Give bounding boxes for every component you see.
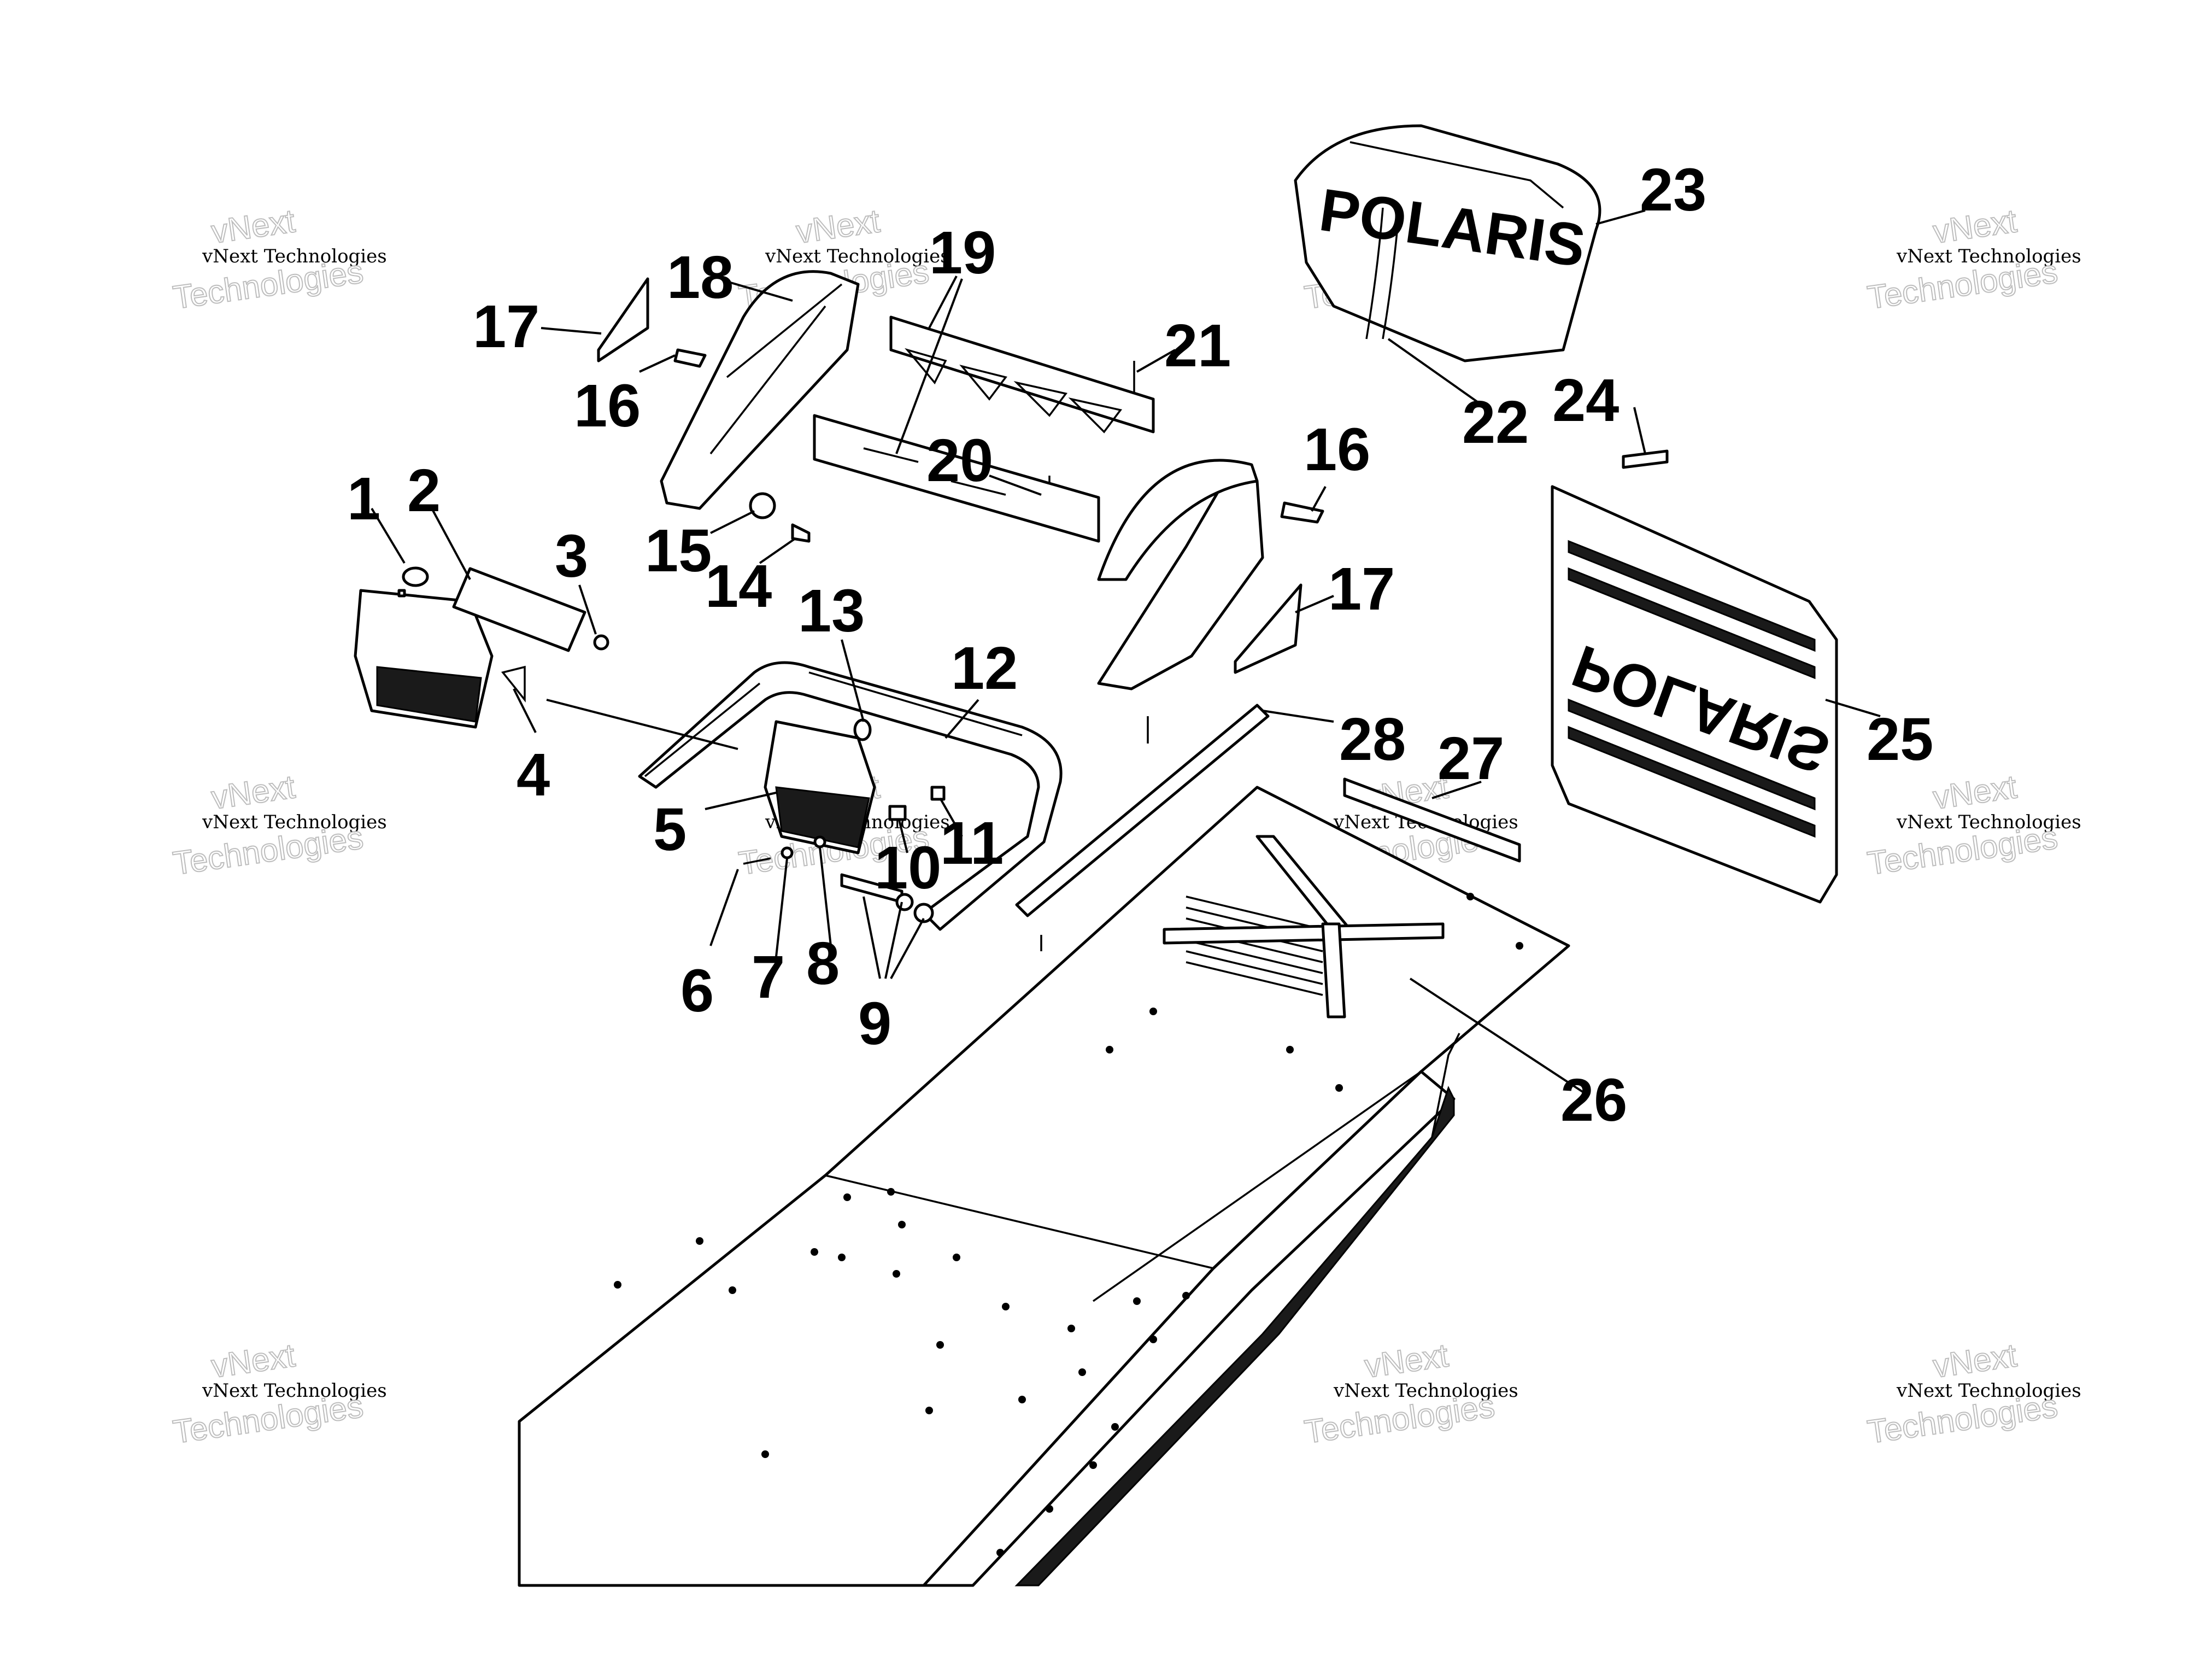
watermark-bottom-left: vNext vNext Technologies Technologies: [170, 1336, 387, 1451]
svg-text:vNext: vNext: [209, 1337, 297, 1385]
callout-22: 22: [1462, 389, 1529, 456]
tunnel-x-brace: [1163, 835, 1445, 1018]
bolt-6: [743, 857, 771, 865]
callout-15: 15: [645, 517, 712, 584]
watermark-bottom-right: vNext vNext Technologies Technologies: [1864, 1336, 2081, 1451]
svg-text:vNext: vNext: [794, 202, 882, 250]
callout-21: 21: [1164, 312, 1231, 379]
callouts: 1 2 3 4 5 6 7 8 9 10 11 12 13 14 15 16 1…: [347, 156, 1933, 1134]
svg-text:vNext Technologies: vNext Technologies: [1896, 245, 2081, 267]
leader-lines: [371, 209, 1881, 1094]
callout-17-left: 17: [473, 293, 539, 360]
svg-text:vNext: vNext: [209, 768, 297, 816]
callout-18: 18: [667, 244, 734, 311]
tunnel-chassis: [518, 786, 1570, 1587]
callout-5: 5: [653, 796, 687, 863]
callout-11: 11: [940, 810, 1004, 877]
screw-3: [593, 634, 609, 651]
bulb: [402, 566, 429, 587]
svg-text:vNext: vNext: [1931, 1337, 2019, 1385]
reflector-17-right: [1234, 583, 1302, 674]
taillight-assembly: [354, 566, 876, 854]
rear-bumper: [638, 661, 1063, 931]
callout-1: 1: [347, 465, 380, 532]
storage-bag: POLARIS: [1294, 124, 1601, 362]
callout-13: 13: [798, 577, 865, 645]
svg-text:vNext Technologies: vNext Technologies: [1333, 1380, 1518, 1402]
callout-2: 2: [407, 457, 441, 524]
callout-24: 24: [1552, 367, 1619, 434]
svg-text:vNext Technologies: vNext Technologies: [1896, 1380, 2081, 1402]
svg-text:vNext Technologies: vNext Technologies: [202, 245, 387, 267]
callout-3: 3: [555, 523, 588, 590]
washer-9b: [913, 903, 934, 923]
washer-7: [781, 846, 794, 859]
lens-gasket: [452, 567, 586, 652]
strip-27: [1343, 777, 1521, 863]
svg-text:vNext Technologies: vNext Technologies: [1896, 811, 2081, 833]
callout-9: 9: [858, 990, 891, 1057]
callout-26: 26: [1560, 1067, 1627, 1134]
tunnel-rivets: [614, 893, 1523, 1556]
watermark-bottom-right-center: vNext vNext Technologies Technologies: [1301, 1336, 1518, 1451]
bumper-tube: [638, 661, 1063, 931]
callout-12: 12: [951, 635, 1018, 702]
callout-20: 20: [926, 427, 993, 494]
hardware: [673, 348, 1669, 923]
plug-13: [853, 718, 872, 741]
svg-text:vNext: vNext: [1362, 1337, 1451, 1385]
washer-15: [749, 492, 776, 519]
svg-text:vNext: vNext: [1931, 202, 2019, 250]
callout-25: 25: [1867, 706, 1933, 773]
reflector-17-left: [597, 277, 649, 362]
callout-19: 19: [929, 219, 996, 286]
callout-16-right: 16: [1304, 416, 1370, 483]
bolt-16-right: [1280, 501, 1324, 524]
watermark-top-left: vNext vNext Technologies Technologies: [170, 202, 387, 317]
callout-28: 28: [1339, 706, 1406, 773]
watermark-top-right: vNext vNext Technologies Technologies: [1864, 202, 2081, 317]
strip-28: [1015, 704, 1270, 917]
watermark-mid-right: vNext vNext Technologies Technologies: [1864, 768, 2081, 882]
screw-14: [791, 523, 811, 543]
nut-11: [930, 786, 946, 801]
rack-rail-lower: [813, 414, 1100, 543]
side-brackets: [597, 270, 1302, 690]
callout-6: 6: [680, 957, 714, 1025]
bolt-16-left: [673, 348, 707, 368]
svg-text:vNext: vNext: [1931, 768, 2019, 816]
grab-handle-right: [1097, 459, 1259, 581]
rack-rail-upper: [889, 315, 1155, 434]
svg-text:vNext: vNext: [209, 202, 297, 250]
callout-27: 27: [1437, 725, 1504, 792]
tunnel-running-board-edge: [1014, 1086, 1455, 1587]
bolt-24: [1622, 449, 1669, 469]
watermark-mid-left: vNext vNext Technologies Technologies: [170, 768, 387, 882]
tunnel-bumper-stub: [1431, 1033, 1460, 1138]
spacer-10: [888, 805, 907, 821]
callout-4: 4: [517, 741, 550, 809]
callout-8: 8: [806, 930, 840, 997]
callout-10: 10: [875, 834, 941, 902]
svg-text:vNext Technologies: vNext Technologies: [765, 245, 950, 267]
callout-17-right: 17: [1328, 555, 1395, 623]
callout-14: 14: [705, 553, 772, 620]
svg-text:vNext Technologies: vNext Technologies: [202, 811, 387, 833]
tunnel-seam-2: [1092, 1070, 1422, 1302]
strips: [1015, 704, 1521, 951]
snow-flap: POLARIS: [1551, 485, 1838, 904]
callout-16-left: 16: [574, 372, 641, 440]
rack-rails: [813, 315, 1155, 543]
bracket-4: [501, 665, 526, 703]
strap-22: [1365, 207, 1384, 339]
nut-8: [813, 835, 826, 848]
callout-7: 7: [752, 944, 785, 1011]
svg-text:vNext Technologies: vNext Technologies: [202, 1380, 387, 1402]
callout-23: 23: [1640, 156, 1706, 224]
